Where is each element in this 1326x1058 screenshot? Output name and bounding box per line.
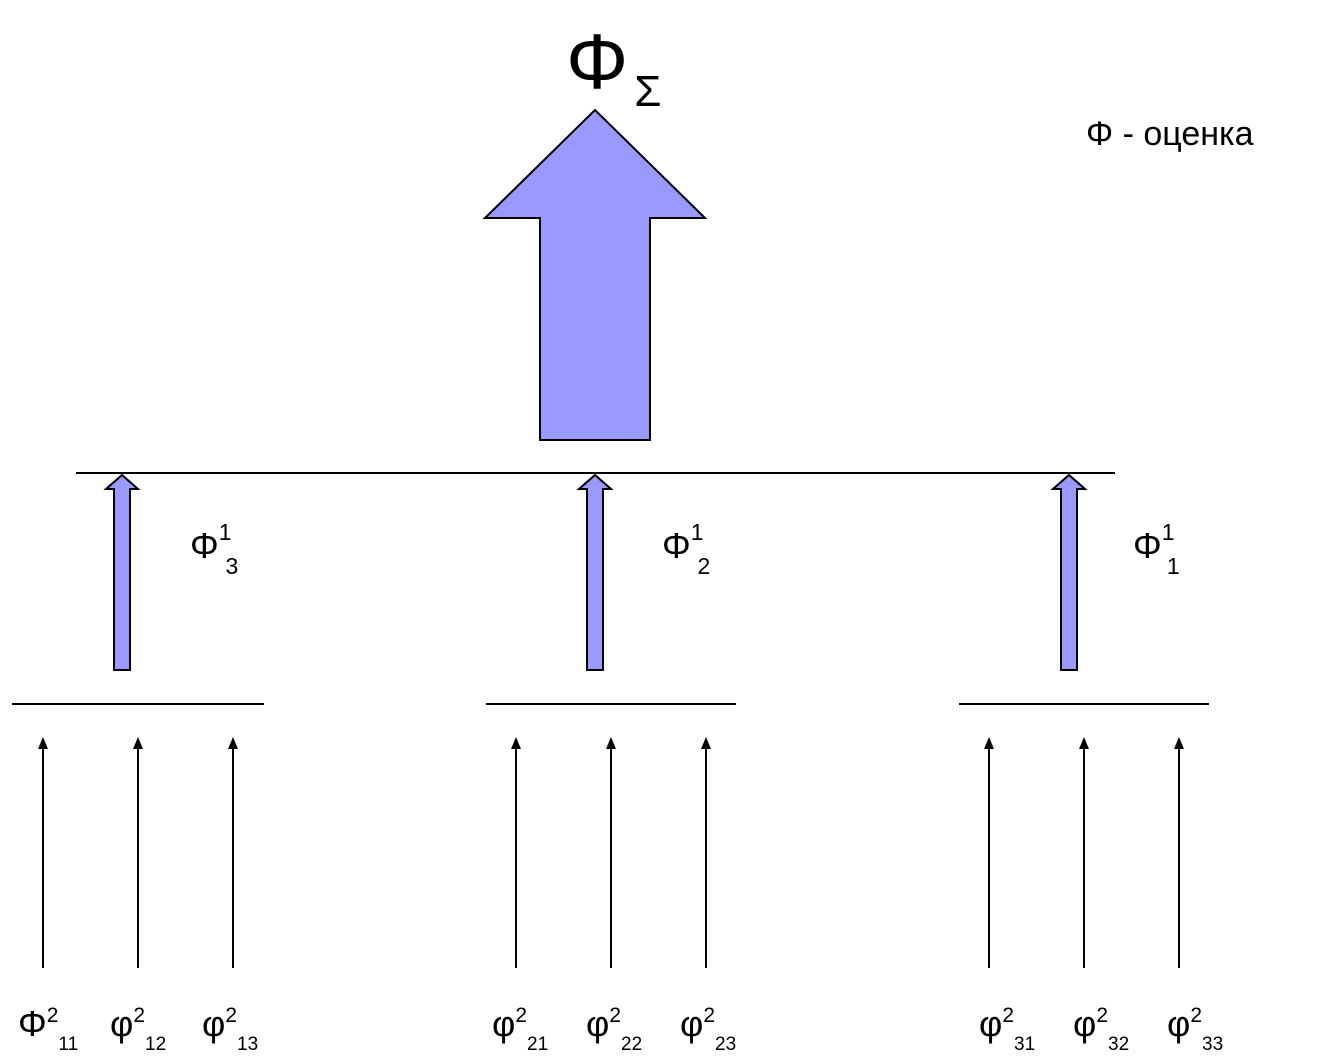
level1-label-right-symbol: Φ [1133, 525, 1162, 566]
level1-label-center-sub: 2 [698, 553, 711, 579]
level1-arrow-left [103, 473, 141, 671]
total-estimate-arrow [482, 108, 708, 441]
level1-label-left-sub: 3 [226, 553, 239, 579]
level1-label-right-sub: 1 [1167, 553, 1180, 579]
level1-label-right: Φ1 1 [1133, 519, 1180, 579]
level2-label-21: φ221 [492, 1003, 548, 1055]
level1-label-left-sup: 1 [219, 519, 232, 545]
level1-label-right-sup: 1 [1162, 519, 1174, 545]
level2-label-31: φ231 [979, 1003, 1035, 1055]
level1-label-left-symbol: Φ [190, 525, 219, 566]
level2-label-23: φ223 [680, 1003, 736, 1055]
level1-label-center: Φ1 2 [662, 519, 710, 579]
level1-label-center-sup: 1 [691, 519, 704, 545]
level1-label-left: Φ1 3 [190, 519, 238, 579]
level1-arrow-right [1050, 473, 1088, 671]
level2-label-13: φ213 [202, 1003, 258, 1055]
total-estimate-symbol: Φ [566, 17, 628, 105]
level1-label-center-symbol: Φ [662, 525, 691, 566]
level2-label-12: φ212 [110, 1003, 166, 1055]
group1-input-arrows [38, 737, 238, 968]
level1-arrow-center [576, 473, 614, 671]
total-estimate-subscript: Σ [634, 67, 661, 116]
level2-label-33: φ233 [1167, 1003, 1223, 1055]
level2-label-32: φ232 [1073, 1003, 1129, 1055]
group3-input-arrows [984, 737, 1184, 968]
legend-text: Φ - оценка [1086, 115, 1254, 153]
group2-input-arrows [511, 737, 711, 968]
level2-label-11: Φ211 [18, 1003, 78, 1055]
level2-label-22: φ222 [586, 1003, 642, 1055]
